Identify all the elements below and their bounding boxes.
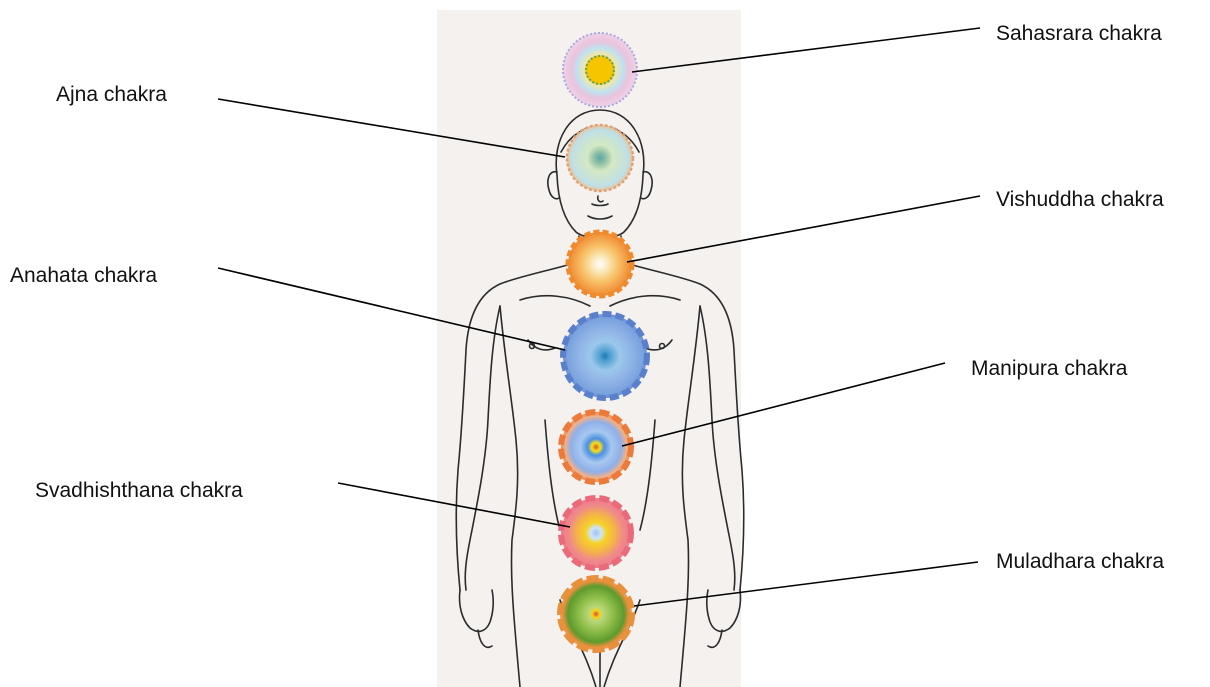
anahata-chakra-label: Anahata chakra — [10, 264, 157, 288]
sahasrara-chakra — [563, 33, 637, 107]
muladhara-chakra — [560, 578, 632, 650]
manipura-chakra — [561, 412, 631, 482]
muladhara-chakra-label: Muladhara chakra — [996, 550, 1164, 574]
ajna-chakra-label: Ajna chakra — [56, 83, 167, 107]
anahata-chakra — [563, 314, 647, 398]
sahasrara-chakra-label: Sahasrara chakra — [996, 22, 1162, 46]
manipura-chakra-label: Manipura chakra — [971, 357, 1127, 381]
vishuddha-chakra — [568, 232, 632, 296]
vishuddha-chakra-label: Vishuddha chakra — [996, 188, 1164, 212]
svadhisthana-chakra — [561, 498, 631, 568]
svadhisthana-chakra-label: Svadhishthana chakra — [35, 479, 243, 503]
ajna-chakra — [567, 125, 633, 191]
